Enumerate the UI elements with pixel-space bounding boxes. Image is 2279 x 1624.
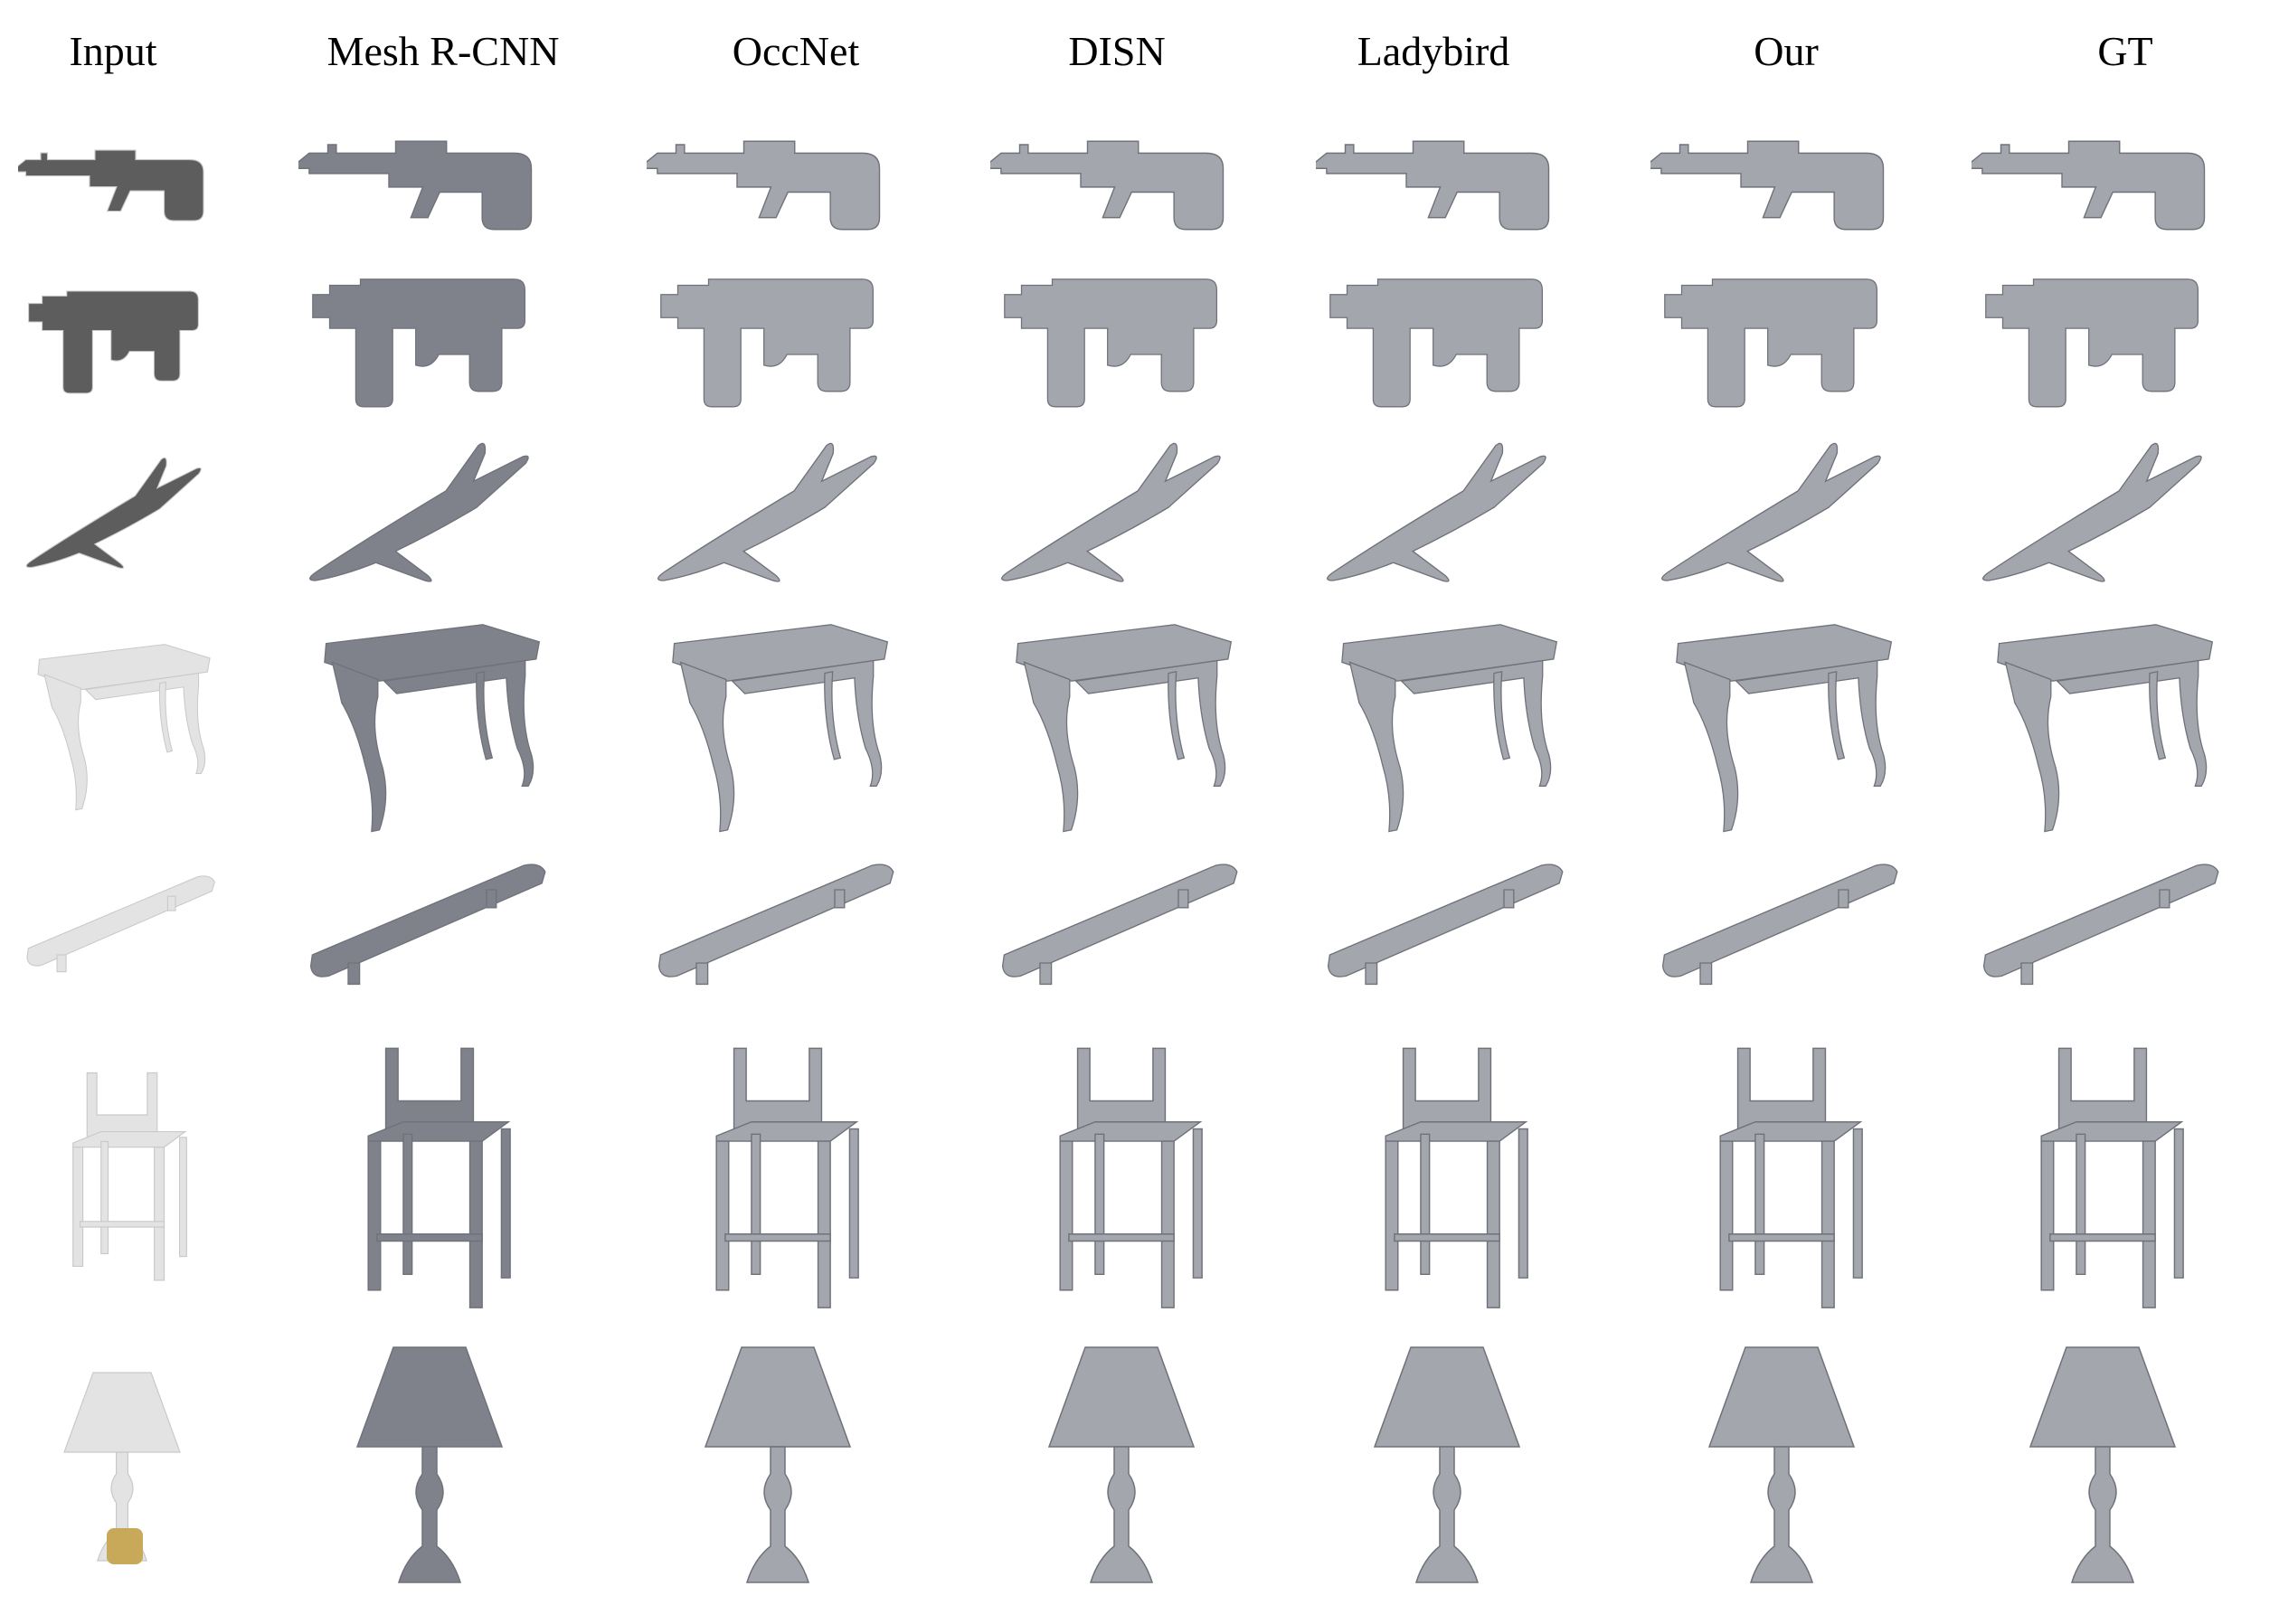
thumbnail-bench-occnet: [657, 864, 894, 986]
column-title-occnet: OccNet: [732, 28, 860, 74]
column-title-ladybird: Ladybird: [1357, 28, 1510, 74]
thumbnail-airplane-ladybird: [1326, 442, 1546, 582]
thumbnail-bar-stool-occnet: [715, 1047, 860, 1309]
thumbnail-table-ladybird: [1341, 624, 1558, 833]
thumbnail-bench-ladybird: [1327, 864, 1564, 986]
thumbnail-lamp-occnet: [704, 1345, 852, 1584]
thumbnail-pistol-gt: [1985, 278, 2199, 408]
thumbnail-lamp-mesh-r-cnn: [355, 1345, 504, 1584]
thumbnail-airplane-input: [25, 457, 202, 569]
thumbnail-bar-stool-gt: [2040, 1047, 2185, 1309]
thumbnail-table-occnet: [672, 624, 889, 833]
thumbnail-table-mesh-r-cnn: [324, 624, 541, 833]
thumbnail-airplane-disn: [1000, 442, 1221, 582]
column-title-mesh-rcnn: Mesh R-CNN: [326, 28, 560, 74]
thumbnail-bar-stool-disn: [1059, 1047, 1204, 1309]
thumbnail-bench-gt: [1982, 864, 2219, 986]
thumbnail-bar-stool-our: [1719, 1047, 1864, 1309]
thumbnail-lamp-input: [63, 1372, 181, 1564]
thumbnail-bar-stool-mesh-r-cnn: [367, 1047, 512, 1309]
thumbnail-lamp-gt: [2028, 1345, 2177, 1584]
thumbnail-table-disn: [1016, 624, 1233, 833]
thumbnail-lamp-disn: [1047, 1345, 1196, 1584]
thumbnail-lamp-our: [1707, 1345, 1856, 1584]
column-title-gt: GT: [2097, 28, 2153, 74]
thumbnail-rifle-disn: [990, 140, 1225, 231]
thumbnail-bar-stool-input: [71, 1072, 188, 1281]
thumbnail-airplane-gt: [1981, 442, 2202, 582]
thumbnail-pistol-input: [28, 290, 199, 394]
thumbnail-pistol-ladybird: [1329, 278, 1544, 408]
thumbnail-pistol-disn: [1004, 278, 1218, 408]
thumbnail-pistol-occnet: [660, 278, 875, 408]
thumbnail-bar-stool-ladybird: [1385, 1047, 1529, 1309]
column-title-disn: DISN: [1068, 28, 1166, 74]
thumbnail-airplane-mesh-r-cnn: [308, 442, 529, 582]
column-header-row: Input Mesh R-CNN OccNet DISN Ladybird Ou…: [0, 27, 2279, 90]
thumbnail-lamp-ladybird: [1373, 1345, 1521, 1584]
thumbnail-bench-mesh-r-cnn: [309, 864, 546, 986]
thumbnail-airplane-our: [1660, 442, 1881, 582]
thumbnail-bench-our: [1661, 864, 1898, 986]
thumbnail-rifle-input: [18, 149, 204, 222]
thumbnail-bench-disn: [1001, 864, 1238, 986]
thumbnail-pistol-mesh-r-cnn: [312, 278, 526, 408]
thumbnail-rifle-ladybird: [1316, 140, 1550, 231]
column-title-input: Input: [69, 28, 157, 74]
thumbnail-table-input: [37, 644, 211, 811]
thumbnail-table-gt: [1997, 624, 2214, 833]
thumbnail-table-our: [1676, 624, 1893, 833]
thumbnail-rifle-gt: [1972, 140, 2206, 231]
thumbnail-rifle-occnet: [647, 140, 881, 231]
thumbnail-airplane-occnet: [657, 442, 877, 582]
lamp-brass-base: [107, 1528, 143, 1564]
column-title-our: Our: [1754, 28, 1819, 74]
thumbnail-rifle-mesh-r-cnn: [298, 140, 533, 231]
thumbnail-rifle-our: [1650, 140, 1885, 231]
thumbnail-bench-input: [26, 875, 215, 973]
thumbnail-pistol-our: [1664, 278, 1878, 408]
